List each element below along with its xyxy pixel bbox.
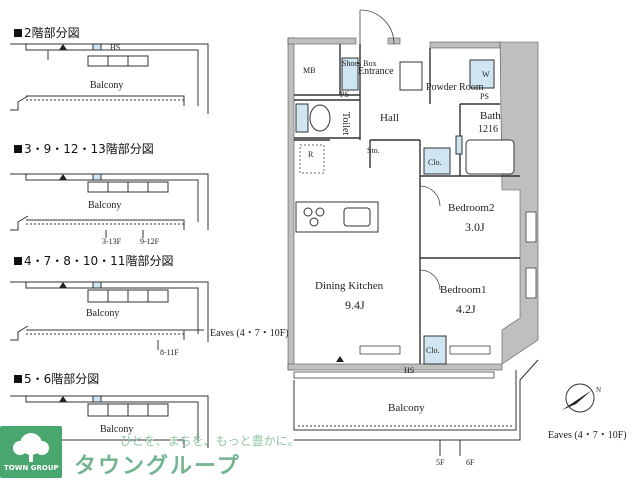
room-label-mb: MB: [303, 66, 316, 75]
room-label-shoes-box: Shoes Box: [342, 59, 377, 68]
room-label-clo-1: Clo.: [428, 158, 442, 167]
room-label-dining-kitchen: Dining Kitchen: [315, 280, 384, 292]
room-label-hall: Hall: [380, 112, 399, 124]
partial-plan-2f: [10, 43, 209, 114]
room-label-bath-size: 1216: [478, 124, 498, 135]
room-label-entrance: Entrance: [358, 66, 394, 77]
room-label-bedroom2: Bedroom2: [448, 202, 495, 214]
room-label-hs-2: HS: [110, 43, 121, 52]
partial-plan-4-7-8-10-11f: [10, 281, 209, 350]
partial-plan-3-9-12-13f: [10, 173, 209, 238]
town-group-logo: [0, 426, 62, 478]
room-label-bedroom1: Bedroom1: [440, 284, 487, 296]
room-label-bedroom2-size: 3.0J: [465, 220, 485, 234]
partial-plan-eaves-label: Eaves (4・7・10F): [210, 328, 289, 339]
room-label-bath: Bath: [480, 110, 501, 122]
brand-en: TOWN GROUP: [4, 464, 59, 472]
room-label-balcony: Balcony: [388, 402, 425, 414]
main-floor-plan: N: [287, 9, 601, 456]
room-label-hs-1: HS: [404, 366, 415, 375]
partial-plan-3f-balcony-label: Balcony: [88, 200, 122, 211]
partial-plan-5f-balcony-label: Balcony: [100, 424, 134, 435]
partial-plan-caption-5-6f: 5・6階部分図: [14, 370, 99, 387]
partial-plan-2f-balcony-label: Balcony: [90, 80, 124, 91]
svg-text:N: N: [596, 386, 601, 394]
partial-plan-4f-balcony-label: Balcony: [86, 308, 120, 319]
partial-plan-caption-4-7-8-10-11f: 4・7・8・10・11階部分図: [14, 252, 173, 269]
room-label-clo-2: Clo.: [426, 346, 440, 355]
room-label-sto: Sto.: [367, 146, 380, 155]
room-label-ps-2: PS: [480, 92, 489, 101]
tree-icon: [13, 433, 49, 462]
brand-jp: タウングループ: [74, 454, 241, 479]
note-9-12f: 9-12F: [140, 237, 160, 246]
compass-icon: N: [562, 383, 601, 413]
room-label-toilet: Toilet: [340, 112, 351, 136]
room-label-bedroom1-size: 4.2J: [456, 302, 476, 316]
note-3-13f: 3-13F: [102, 237, 122, 246]
floor-note-6f: 6F: [466, 458, 475, 467]
partial-plan-5-6f: [10, 395, 209, 448]
room-label-powder-room: Powder Room: [426, 82, 484, 93]
partial-plan-caption-2f: 2階部分図: [14, 24, 80, 41]
note-8-11f: 8-11F: [160, 348, 179, 357]
room-label-dk-size: 9.4J: [345, 298, 365, 312]
room-label-r: R: [308, 150, 314, 159]
room-label-ps-1: PS: [340, 90, 349, 99]
room-label-w: W: [482, 70, 490, 79]
room-label-eaves: Eaves (4・7・10F): [548, 430, 627, 441]
watermark-tagline: ひとを、まちを、もっと豊かに。: [120, 434, 300, 448]
floor-note-5f: 5F: [436, 458, 445, 467]
partial-plan-caption-3-9-12-13f: 3・9・12・13階部分図: [14, 140, 154, 157]
